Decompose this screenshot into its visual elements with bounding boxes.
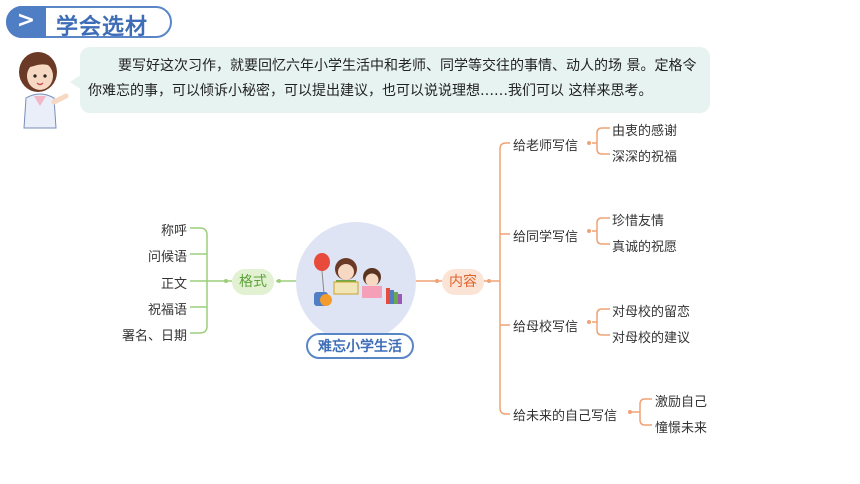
branch-content-pill: 内容 <box>442 269 484 295</box>
content-subitem: 激励自己 <box>655 395 708 410</box>
content-subitem: 真诚的祝愿 <box>612 240 678 255</box>
section-title: 学会选材 <box>56 15 149 40</box>
section-header: > 学会选材 <box>6 6 172 40</box>
content-subitem: 珍惜友情 <box>612 214 665 229</box>
content-subitem: 对母校的留恋 <box>612 305 691 320</box>
chevron-right-icon: > <box>6 6 46 38</box>
center-node-label: 难忘小学生活 <box>306 333 414 359</box>
content-subitem: 由衷的感谢 <box>612 124 678 139</box>
branch-format-pill: 格式 <box>232 269 274 295</box>
format-item: 正文 <box>160 277 187 292</box>
content-item: 给老师写信 <box>513 139 579 154</box>
format-item: 署名、日期 <box>121 329 187 344</box>
content-subitem: 深深的祝福 <box>612 150 678 165</box>
students-reading-icon <box>314 253 402 306</box>
format-item: 问候语 <box>147 250 187 265</box>
format-item: 祝福语 <box>147 303 187 318</box>
bubble-tail <box>70 74 82 90</box>
content-subitem: 憧憬未来 <box>655 421 708 436</box>
content-item: 给未来的自己写信 <box>513 409 618 424</box>
content-item: 给母校写信 <box>513 320 579 335</box>
girl-illustration-icon <box>19 52 69 129</box>
intro-text: 要写好这次习作，就要回忆六年小学生活中和老师、同学等交往的事情、动人的场 景。定… <box>88 58 697 99</box>
center-node-illustration <box>296 222 416 342</box>
content-subitem: 对母校的建议 <box>612 331 691 346</box>
format-item: 称呼 <box>160 224 187 239</box>
intro-bubble: 要写好这次习作，就要回忆六年小学生活中和老师、同学等交往的事情、动人的场 景。定… <box>80 47 710 113</box>
content-item: 给同学写信 <box>513 230 579 245</box>
